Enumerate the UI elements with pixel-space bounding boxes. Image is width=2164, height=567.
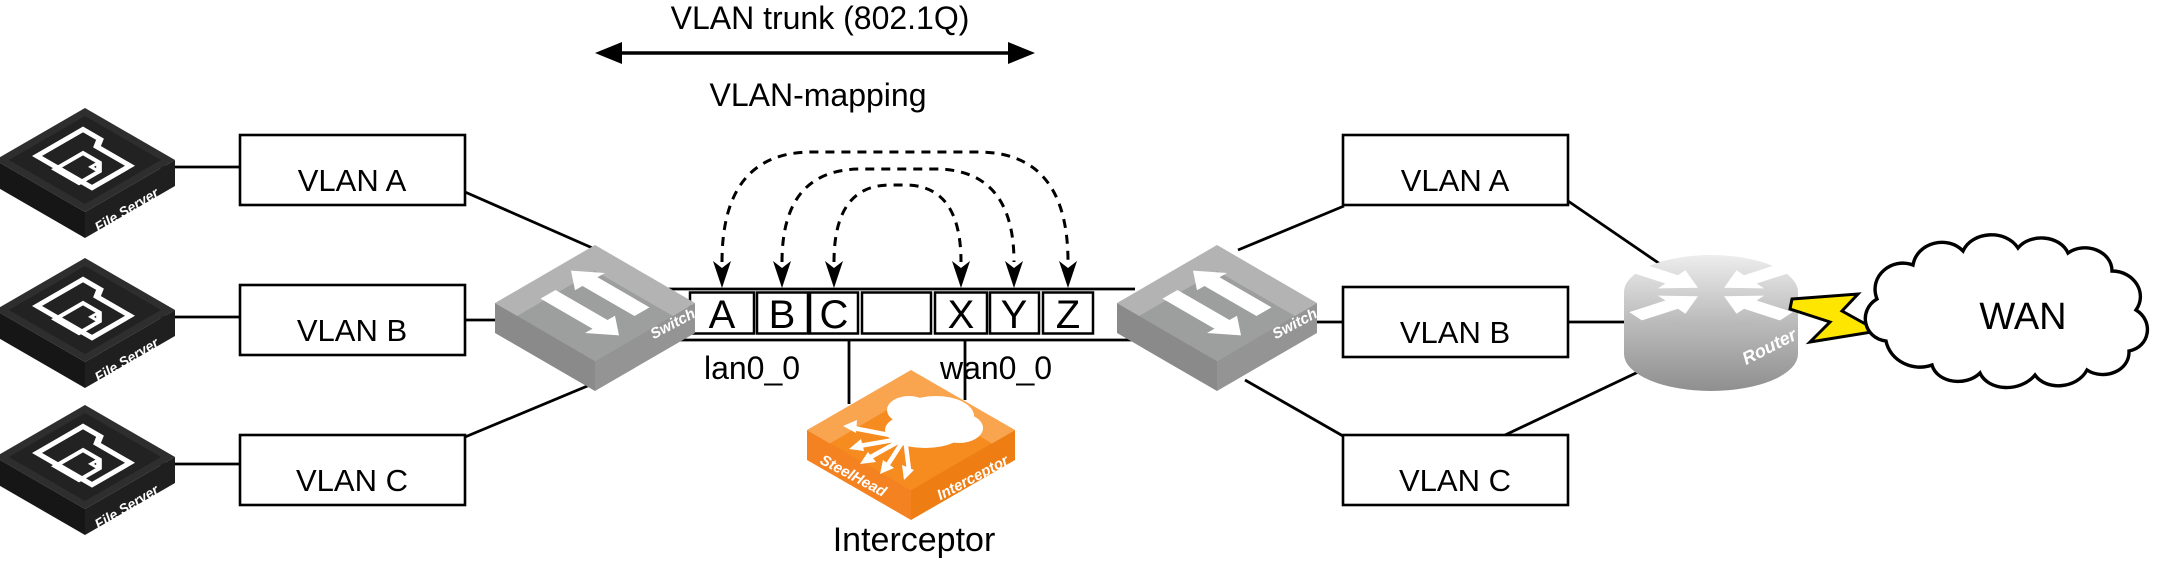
vlan-mapping-title: VLAN-mapping [710,77,927,113]
vlan-trunk-band: A B C X Y Z [640,287,1135,342]
router-top [1624,255,1798,329]
link-vlanc-router [1502,362,1656,438]
left-vlan-boxes: VLAN A VLAN B VLAN C [238,133,467,507]
interceptor-right-face [911,430,1015,520]
link-vlanc-switch-left [464,380,598,439]
wan-interface-label: wan0_0 [939,350,1052,386]
trunk-cell-empty [860,291,933,335]
port-label-c: C [820,293,849,337]
router-arrows-icon [1629,263,1793,321]
router: Router [1624,255,1801,391]
mapping-arc-a-z [720,150,1070,263]
vlan-a-box-left [238,133,467,207]
wan-cloud-shape [1863,233,2150,390]
arrowhead-b [773,261,791,288]
vlan-b-box-right [1341,285,1570,359]
lan-interface-label: lan0_0 [704,350,800,386]
vlan-c-box-right [1341,433,1570,507]
mapping-arrowheads [713,261,1077,288]
vlan-a-label-left: VLAN A [298,163,407,198]
vlan-a-box-right [1341,133,1570,207]
interceptor-appliance: SteelHead Interceptor [807,370,1015,520]
file-server-2: File Server [0,258,175,388]
port-label-z: Z [1056,293,1080,337]
vlan-a-label-right: VLAN A [1401,163,1510,198]
port-label-y: Y [1001,293,1028,337]
trunk-cell-b [755,291,810,335]
arrowhead-z [1059,261,1077,288]
port-label-b: B [769,293,796,337]
vlan-trunk-title: VLAN trunk (802.1Q) [671,0,970,36]
port-label-x: X [948,293,975,337]
trunk-cell-a [688,291,756,335]
vlan-b-label-right: VLAN B [1400,315,1510,350]
vlan-c-label-right: VLAN C [1399,463,1511,498]
trunk-arrow-left-head [595,42,622,64]
mapping-arc-b-y [780,167,1016,263]
link-switch-right-vlana [1237,204,1345,252]
arrowhead-c [825,261,843,288]
file-server-1: File Server [0,108,175,238]
link-vlana-switch-left [464,190,598,252]
link-vlana-router [1567,199,1661,266]
interceptor-left-face [807,430,911,520]
arrowhead-y [1005,261,1023,288]
trunk-cell-x [933,291,989,335]
trunk-cell-z [1041,291,1095,335]
trunk-arrow-right-head [1008,42,1035,64]
arrowhead-a [713,261,731,288]
vlan-c-box-left [238,433,467,507]
file-server-3: File Server [0,405,175,535]
switch-right: Switch [1117,245,1320,391]
vlan-b-box-left [238,283,467,357]
switch-left: Switch [495,245,698,391]
port-label-a: A [709,293,736,337]
trunk-cell-c [808,291,860,335]
lightning-bolt-icon [1788,292,1883,345]
wan-label: WAN [1979,296,2066,338]
interceptor-caption: Interceptor [833,521,996,559]
link-switch-right-vlanc [1244,378,1344,438]
arrowhead-x [952,261,970,288]
wan-cloud: WAN [1863,233,2150,390]
connection-lines [150,165,1661,466]
right-vlan-boxes: VLAN A VLAN B VLAN C [1341,133,1570,507]
vlan-mapping-arcs [713,150,1077,288]
vlan-c-label-left: VLAN C [296,463,408,498]
vlan-b-label-left: VLAN B [297,313,407,348]
interceptor-cloud-icon [843,396,983,480]
trunk-cell-y [988,291,1041,335]
trunk-span-arrow [595,42,1035,64]
mapping-arc-c-x [832,183,963,263]
